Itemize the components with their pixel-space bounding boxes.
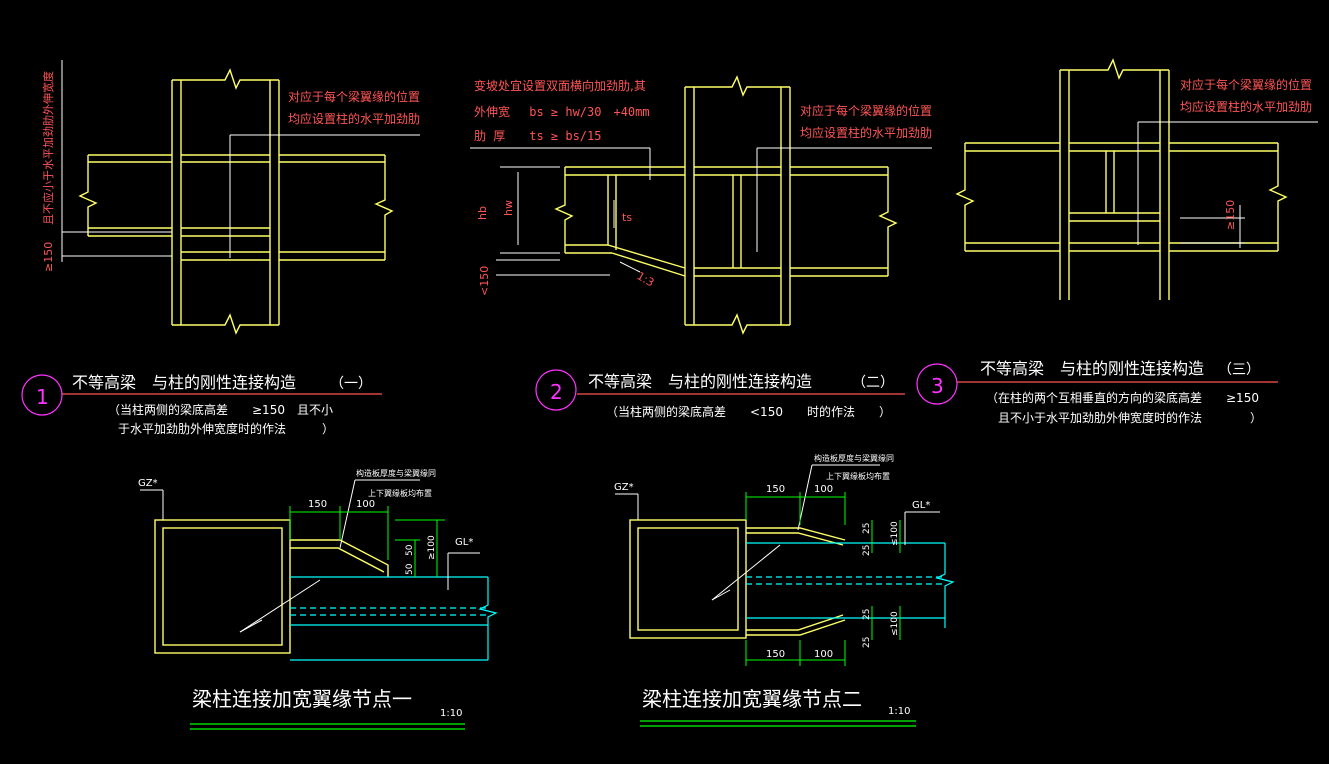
detail-3-note-line1: 对应于每个梁翼缘的位置: [1180, 77, 1312, 92]
node-1-dim50b: 50: [405, 563, 415, 575]
detail-1-drawing: [78, 68, 394, 335]
node-1-note1: 构造板厚度与梁翼缘同: [356, 468, 436, 478]
detail-3-number-circle: [916, 363, 958, 405]
node-2-scale: 1:10: [888, 706, 910, 717]
node-1-note2: 上下翼缘板均布置: [368, 488, 432, 498]
node-2-title: 梁柱连接加宽翼缘节点二: [642, 687, 862, 711]
node-2-gz-label: GZ*: [614, 482, 634, 493]
node-2-gl-label: GL*: [912, 500, 930, 511]
node-2-dim150-top: 150: [766, 484, 785, 495]
node-1-drawing: [154, 519, 389, 654]
detail-2-ts-label: ts: [622, 211, 632, 224]
node-1-annotation-lines: [140, 479, 480, 633]
detail-2-title: 不等高梁 与柱的刚性连接构造: [588, 372, 812, 391]
detail-3-title-suffix: （三）: [1218, 362, 1260, 378]
node-1-scale: 1:10: [440, 708, 462, 719]
node-2-dim100-top: 100: [814, 484, 833, 495]
detail-3-annotation-lines: [1137, 121, 1318, 248]
detail-3-subtitle-line1: （在柱的两个互相垂直的方向的梁底高差 ≥150: [986, 390, 1259, 405]
detail-2-note-a2: 外伸宽 bs ≥ hw/30 +40mm: [474, 104, 650, 119]
node-2-dim100-bot: 100: [814, 649, 833, 660]
detail-1-dim: ≥150: [42, 242, 55, 272]
node-2-note1: 构造板厚度与梁翼缘同: [814, 453, 894, 463]
node-1-beam-lines: [290, 576, 498, 661]
detail-1-note-line1: 对应于每个梁翼缘的位置: [288, 89, 420, 104]
detail-1-title: 不等高梁 与柱的刚性连接构造: [72, 373, 296, 392]
node-1-gz-label: GZ*: [138, 478, 158, 489]
detail-2-note-line2: 均应设置柱的水平加劲肋: [800, 125, 932, 140]
detail-3-subtitle-line2: 且不小于水平加劲肋外伸宽度时的作法 ）: [998, 410, 1262, 425]
detail-1-title-suffix: （一）: [330, 376, 372, 392]
node-2-dim150-bot: 150: [766, 649, 785, 660]
detail-1-number: 1: [36, 385, 49, 409]
node-2-dim25b: 25: [862, 545, 872, 556]
node-2-dim100v-bot: ≤100: [890, 611, 900, 636]
detail-3-drawing: [955, 58, 1288, 300]
node-2-dimension-lines: [745, 492, 901, 666]
node-2-dim100v-top: ≤100: [890, 521, 900, 546]
detail-2-note-a3: 肋 厚 ts ≥ bs/15: [474, 128, 601, 143]
node-2-dim25c: 25: [862, 609, 872, 620]
node-2-note2: 上下翼缘板均布置: [826, 471, 890, 481]
detail-2-number: 2: [550, 380, 563, 404]
detail-3-number: 3: [931, 374, 944, 398]
node-1-dimension-lines: [289, 506, 445, 577]
node-2-dim25a: 25: [862, 523, 872, 534]
node-1-dim150: 150: [308, 499, 327, 510]
detail-2-note-line1: 对应于每个梁翼缘的位置: [800, 103, 932, 118]
node-1-dim100v: ≥100: [427, 535, 437, 560]
detail-1-subtitle-line1: （当柱两侧的梁底高差 ≥150 且不小: [108, 402, 333, 417]
detail-1-subtitle-line2: 于水平加劲肋外伸宽度时的作法 ）: [118, 421, 334, 436]
node-2-dim25d: 25: [862, 637, 872, 648]
node-1-dim100: 100: [356, 499, 375, 510]
node-1-title: 梁柱连接加宽翼缘节点一: [192, 687, 412, 711]
detail-2-number-circle: [535, 369, 577, 411]
node-2-drawing: [629, 519, 846, 639]
detail-3-note-line2: 均应设置柱的水平加劲肋: [1180, 99, 1312, 114]
node-2-beam-lines: [746, 542, 955, 628]
node-1-gl-label: GL*: [455, 537, 473, 548]
detail-3-dim: ≥150: [1224, 200, 1237, 230]
detail-2-subtitle-line1: （当柱两侧的梁底高差 <150 时的作法 ）: [606, 404, 891, 419]
detail-1-number-circle: [21, 374, 63, 416]
detail-1-annotation-lines: [61, 60, 420, 262]
detail-1-note-line2: 均应设置柱的水平加劲肋: [288, 111, 420, 126]
detail-2-annotation-lines: [470, 147, 932, 276]
detail-2-dim: <150: [478, 266, 491, 296]
detail-3-title: 不等高梁 与柱的刚性连接构造: [980, 359, 1204, 378]
detail-2-hb-label: hb: [476, 206, 489, 220]
detail-2-title-suffix: （二）: [852, 375, 894, 391]
detail-2-note-a1: 变坡处宜设置双面横向加劲肋,其: [474, 78, 646, 93]
detail-2-drawing: [554, 75, 898, 335]
node-1-dim50a: 50: [405, 544, 415, 556]
detail-2-hw-label: hw: [502, 200, 515, 216]
detail-1-vertical-note: 且不应小于水平加劲肋外伸宽度: [41, 71, 55, 225]
